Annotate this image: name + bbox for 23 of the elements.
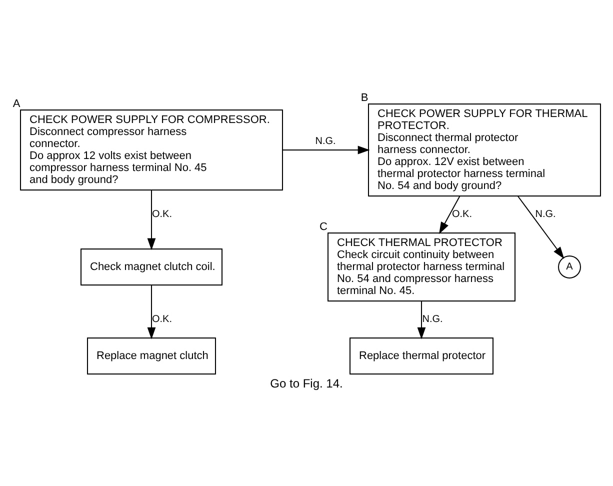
node-circle: A [558, 255, 581, 278]
node-box: Replace thermal protector [350, 337, 494, 374]
edge-label: O.K. [152, 314, 172, 324]
caption: Go to Fig. 14. [270, 376, 343, 390]
edge-label: N.G. [422, 314, 443, 324]
edge-label: O.K. [152, 208, 172, 220]
node-label: A [12, 97, 20, 110]
node-label: C [320, 220, 328, 232]
node-label: B [360, 91, 368, 104]
node-box: CHECK THERMAL PROTECTOR Check circuit continuity between thermal protector harness terminal No. 54 and compressor harness terminal No. 45. [328, 232, 516, 301]
arrow [517, 195, 564, 258]
edge-label: N.G. [535, 208, 556, 220]
edge-label: N.G. [315, 136, 336, 146]
arrow [147, 284, 156, 339]
node-box: CHECK POWER SUPPLY FOR COMPRESSOR. Disconnect compressor harness connector. Do approx 12 volts exist between compressor harness terminal No. 45 and body ground? [20, 109, 283, 190]
arrow [439, 195, 460, 234]
arrow [417, 300, 426, 339]
arrow [282, 145, 370, 154]
arrow [147, 189, 156, 250]
node-box: Replace magnet clutch [87, 337, 216, 374]
node-box: Check magnet clutch coil. [80, 248, 222, 285]
edge-label: O.K. [452, 208, 472, 220]
node-box: CHECK POWER SUPPLY FOR THERMAL PROTECTOR. Disconnect thermal protector harness connector. Do approx. 12V exist between thermal protector harness terminal No. 54 and body ground? [368, 103, 601, 196]
